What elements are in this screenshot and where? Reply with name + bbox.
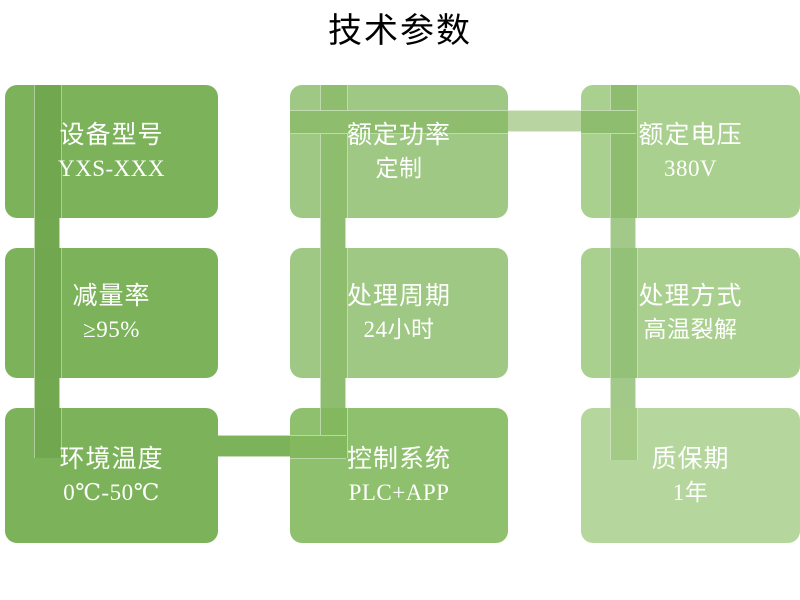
card-treatment-method[interactable]: 处理方式 高温裂解	[581, 248, 800, 378]
card-title: 额定电压	[638, 121, 743, 149]
card-value: PLC+APP	[348, 479, 450, 505]
card-value: 380V	[663, 155, 718, 181]
card-warranty-period[interactable]: 质保期 1年	[581, 408, 800, 543]
card-value: 定制	[375, 155, 423, 181]
card-accent-stripe	[320, 85, 348, 218]
card-accent-stripe	[320, 248, 348, 378]
card-title: 控制系统	[346, 445, 451, 473]
card-control-system[interactable]: 控制系统 PLC+APP	[290, 408, 508, 543]
card-value: 高温裂解	[643, 317, 738, 342]
card-rated-power[interactable]: 额定功率 定制	[290, 85, 508, 218]
card-accent-stripe	[34, 85, 62, 218]
card-rated-voltage[interactable]: 额定电压 380V	[581, 85, 800, 218]
card-accent-stripe-horizontal	[290, 110, 508, 134]
card-title: 处理周期	[346, 283, 451, 310]
card-value: ≥95%	[83, 317, 140, 342]
card-value: 0℃-50℃	[63, 479, 160, 505]
card-accent-stripe	[34, 408, 62, 458]
page-title: 技术参数	[328, 13, 472, 50]
card-ambient-temperature[interactable]: 环境温度 0℃-50℃	[5, 408, 218, 543]
card-title: 环境温度	[59, 445, 164, 473]
card-accent-stripe	[610, 408, 638, 460]
card-accent-stripe-horizontal	[581, 110, 636, 134]
card-title: 额定功率	[346, 121, 451, 149]
card-accent-stripe-horizontal	[290, 435, 346, 459]
card-accent-stripe	[34, 248, 62, 378]
card-value: 24小时	[363, 317, 435, 342]
card-title: 处理方式	[638, 283, 743, 310]
card-value: 1年	[672, 479, 709, 505]
card-title: 质保期	[651, 445, 730, 473]
card-value: YXS-XXX	[58, 155, 165, 181]
card-accent-stripe	[610, 85, 638, 218]
card-accent-stripe	[610, 248, 638, 378]
card-reduction-rate[interactable]: 减量率 ≥95%	[5, 248, 218, 378]
card-treatment-cycle[interactable]: 处理周期 24小时	[290, 248, 508, 378]
card-title: 设备型号	[59, 121, 164, 149]
card-title: 减量率	[72, 283, 151, 310]
card-device-model[interactable]: 设备型号 YXS-XXX	[5, 85, 218, 218]
